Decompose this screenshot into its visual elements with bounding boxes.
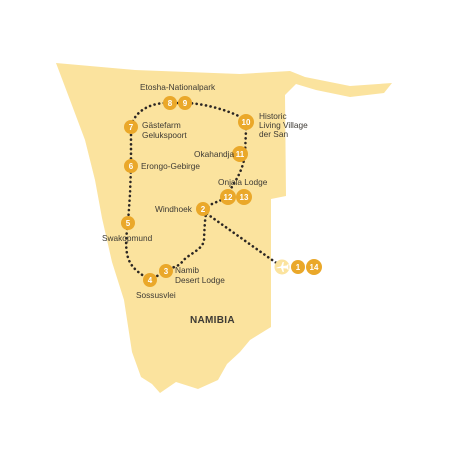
route-line-airport	[201, 209, 284, 269]
marker-12[interactable]: 12	[220, 189, 236, 205]
route-line	[124, 101, 248, 282]
marker-9[interactable]: 9	[178, 96, 192, 110]
label-gaestefarm-2: Gelukspoort	[142, 130, 187, 140]
label-swakopmund: Swakopmund	[102, 233, 153, 243]
svg-text:12: 12	[224, 193, 233, 202]
label-erongo: Erongo-Gebirge	[141, 161, 200, 171]
label-historic-3: der San	[259, 129, 288, 139]
marker-2[interactable]: 2	[196, 202, 210, 216]
marker-5[interactable]: 5	[121, 216, 135, 230]
country-label: NAMIBIA	[190, 315, 235, 326]
label-windhoek: Windhoek	[155, 204, 193, 214]
svg-text:7: 7	[129, 123, 134, 132]
svg-text:13: 13	[240, 193, 249, 202]
label-gaestefarm-1: Gästefarm	[142, 120, 181, 130]
namibia-shape	[56, 63, 392, 393]
label-okahandja: Okahandja	[194, 149, 235, 159]
svg-text:3: 3	[164, 267, 169, 276]
svg-text:4: 4	[148, 276, 153, 285]
marker-13[interactable]: 13	[236, 189, 252, 205]
svg-text:5: 5	[126, 219, 131, 228]
marker-1[interactable]: 1	[291, 260, 305, 274]
label-historic-2: Living Village	[259, 120, 308, 130]
marker-10[interactable]: 10	[238, 114, 254, 130]
label-historic-1: Historic	[259, 111, 287, 121]
marker-4[interactable]: 4	[143, 273, 157, 287]
svg-text:9: 9	[183, 99, 188, 108]
label-namib-1: Namib	[175, 265, 199, 275]
marker-6[interactable]: 6	[124, 159, 138, 173]
marker-7[interactable]: 7	[124, 120, 138, 134]
svg-text:8: 8	[168, 99, 173, 108]
label-namib-2: Desert Lodge	[175, 275, 225, 285]
marker-3[interactable]: 3	[159, 264, 173, 278]
svg-text:2: 2	[201, 205, 206, 214]
svg-text:11: 11	[236, 150, 245, 159]
marker-11[interactable]: 11	[232, 146, 248, 162]
marker-14[interactable]: 14	[306, 259, 322, 275]
label-etosha: Etosha-Nationalpark	[140, 82, 216, 92]
label-onjala: Onjala Lodge	[218, 177, 268, 187]
svg-text:6: 6	[129, 162, 134, 171]
label-sossusvlei: Sossusvlei	[136, 290, 176, 300]
airplane-icon[interactable]	[274, 259, 290, 275]
marker-8[interactable]: 8	[163, 96, 177, 110]
svg-text:1: 1	[296, 263, 301, 272]
svg-text:14: 14	[310, 263, 319, 272]
svg-text:10: 10	[242, 118, 251, 127]
